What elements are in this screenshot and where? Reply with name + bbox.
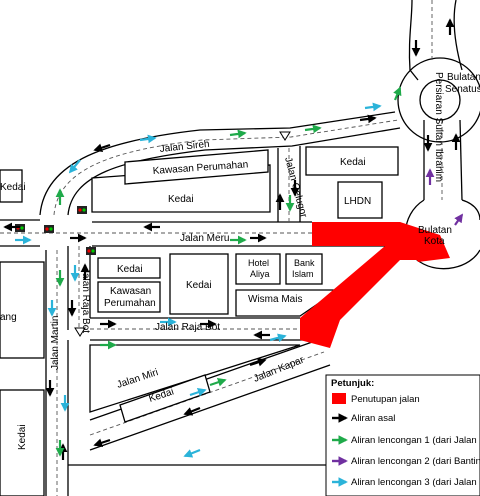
legend-item-original: Aliran asal [351, 413, 395, 424]
label-jalan-kapar: Jalan Kapar [252, 354, 306, 384]
flow-arrows-detour-3 [15, 102, 382, 458]
block-lhdn [337, 181, 383, 219]
legend-title: Petunjuk: [331, 378, 374, 389]
label-left-cut: ang [0, 312, 17, 323]
block-left-edge [0, 169, 23, 203]
legend-item-detour-2: Aliran lencongan 2 (dari Banting) [351, 456, 480, 467]
label-lhdn: LHDN [344, 196, 371, 207]
label-hotel-2: Aliya [250, 269, 270, 279]
label-bulatan-senatus-2: Senatus [445, 84, 480, 95]
block-kedai-small [97, 257, 161, 279]
legend-item-closure: Penutupan jalan [351, 394, 420, 405]
label-kedai-top: Kedai [168, 194, 194, 205]
road-closure-areas [300, 222, 450, 348]
block-hotel [235, 253, 281, 285]
flow-arrows-original [3, 18, 461, 460]
block-left-ang [0, 261, 45, 359]
label-persiaran-sultan-ibrahim: Persiaran Sultan Ibrahim [433, 72, 444, 182]
label-kawasan-2: Perumahan [104, 298, 156, 309]
block-kedai-right [305, 146, 399, 176]
label-bulatan-kota-2: Kota [424, 236, 445, 247]
label-kedai-bottom-left: Kedai [17, 424, 28, 450]
label-bank-1: Bank [294, 258, 315, 268]
block-wisma [235, 289, 341, 317]
block-kawasan-top [124, 149, 269, 185]
label-jalan-martin: Jalan Martin [50, 316, 61, 370]
block-bottom-left [0, 389, 45, 496]
label-kedai-small: Kedai [117, 264, 143, 275]
block-kawasan [97, 281, 161, 313]
label-kedai-left-edge: Kedai [0, 182, 26, 193]
label-jalan-meru: Jalan Meru [180, 233, 229, 244]
label-bank-2: Islam [292, 269, 314, 279]
label-jalan-raja-bot-horizontal: Jalan Raja Bot [155, 322, 220, 333]
legend-swatch-closure [332, 393, 346, 404]
label-kedai-center: Kedai [186, 280, 212, 291]
legend: Petunjuk: Penutupan jalan Aliran asal Al… [325, 374, 480, 496]
label-jalan-gelugor: Jalan Gelugor [282, 156, 309, 220]
label-bulatan-senatus-1: Bulatan [447, 72, 480, 83]
yield-sign-icons [74, 131, 291, 337]
legend-item-detour-3: Aliran lencongan 3 (dari Jalan Ra [351, 477, 480, 488]
block-bank [285, 253, 323, 285]
legend-item-detour-1: Aliran lencongan 1 (dari Jalan Ge [351, 435, 480, 446]
label-jalan-sireh: Jalan Sireh [159, 139, 210, 155]
flow-arrows-detour-1 [55, 86, 402, 457]
label-kedai-right: Kedai [340, 157, 366, 168]
block-kedai-tilted [119, 374, 211, 423]
label-kawasan-1: Kawasan [110, 286, 151, 297]
label-jalan-raja-bot-vertical: Jalan Raja Bot [80, 268, 91, 333]
traffic-light-icons [15, 206, 96, 255]
buildings [0, 146, 399, 496]
block-kedai-center [169, 253, 229, 315]
label-bulatan-kota-1: Bulatan [418, 225, 452, 236]
label-wisma-mais: Wisma Mais [248, 294, 302, 305]
flow-arrows-detour-2 [425, 168, 464, 226]
label-hotel-1: Hotel [248, 258, 269, 268]
